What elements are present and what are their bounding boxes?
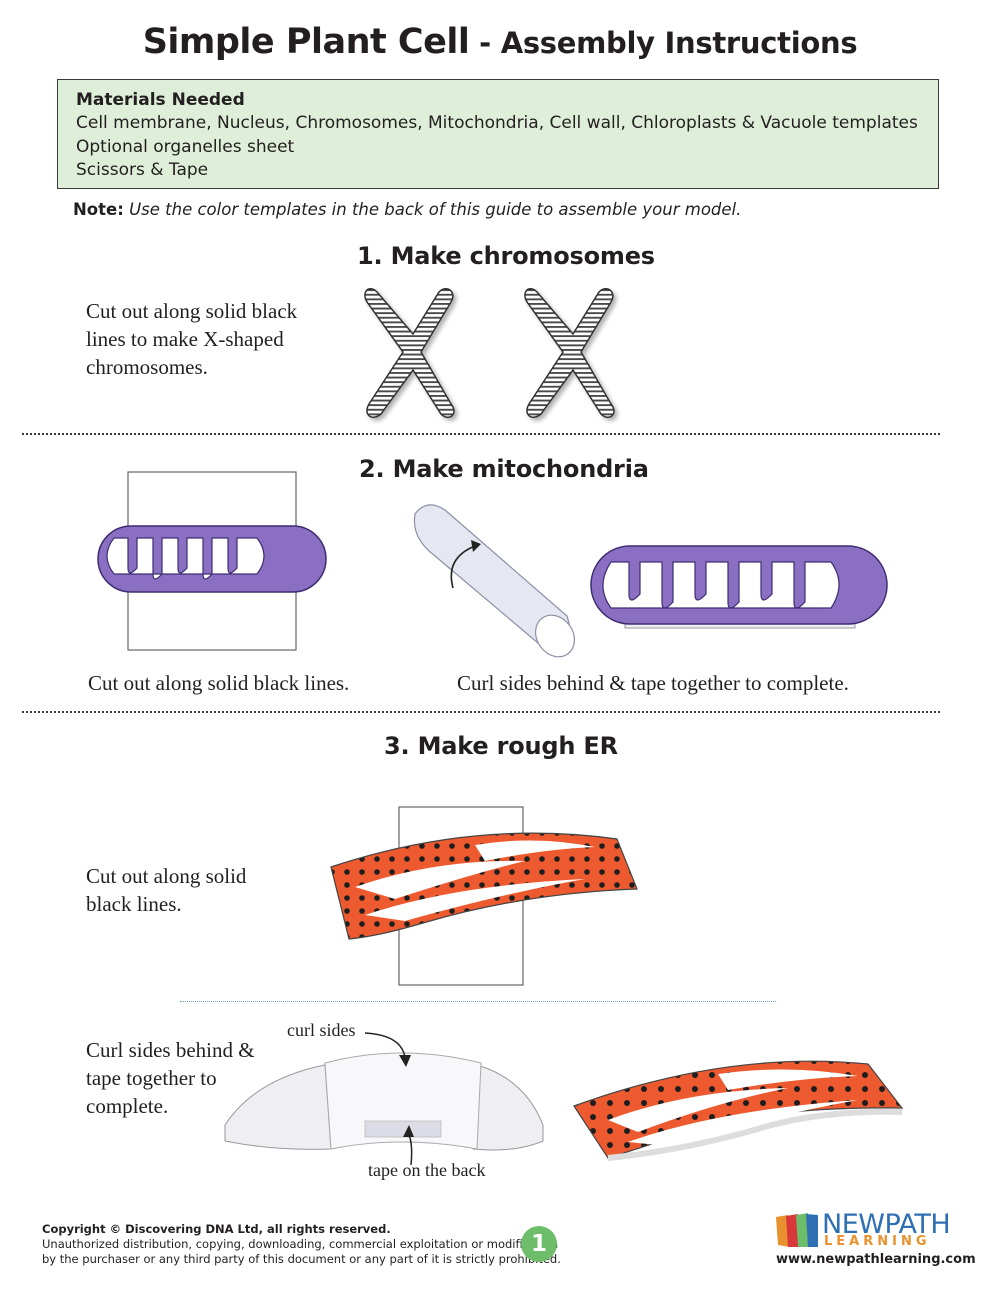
step-3-text-bottom: Curl sides behind & tape together to com… xyxy=(86,1038,255,1118)
mitochondria-rolled-illustration xyxy=(413,504,576,658)
curl-arrow-icon xyxy=(364,1032,406,1058)
copyright-line: Copyright © Discovering DNA Ltd, all rig… xyxy=(42,1222,391,1236)
step-1-text: Cut out along solid black lines to make … xyxy=(86,299,298,379)
step-2-heading: 2. Make mitochondria xyxy=(359,455,649,483)
footer-url: www.newpathlearning.com xyxy=(776,1252,976,1267)
arrowhead-icon xyxy=(403,1125,414,1137)
step-3-text-top: Cut out along solid black lines. xyxy=(86,864,247,916)
step-1-heading: 1. Make chromosomes xyxy=(357,242,655,270)
note-label: Note: xyxy=(73,200,124,219)
title-sub: Assembly Instructions xyxy=(500,26,858,60)
section-divider xyxy=(22,711,940,713)
materials-heading: Materials Needed xyxy=(76,90,245,110)
materials-line: Cell membrane, Nucleus, Chromosomes, Mit… xyxy=(76,113,918,133)
step-2-caption-left: Cut out along solid black lines. xyxy=(88,671,350,695)
rough-er-curl-illustration xyxy=(224,1032,544,1165)
page-number-badge: 1 xyxy=(521,1226,557,1262)
note: Note: Use the color templates in the bac… xyxy=(73,200,741,219)
title-main: Simple Plant Cell xyxy=(142,22,470,62)
copyright-line-2: Unauthorized distribution, copying, down… xyxy=(42,1237,559,1251)
copyright-line-3: by the purchaser or any third party of t… xyxy=(42,1252,561,1266)
logo-word-learning: LEARNING xyxy=(824,1234,931,1249)
materials-box: Materials Needed Cell membrane, Nucleus,… xyxy=(57,79,939,189)
book-logo-icon xyxy=(776,1213,818,1247)
note-text: Use the color templates in the back of t… xyxy=(129,200,742,219)
rough-er-complete-illustration xyxy=(573,1060,904,1161)
label-tape-back: tape on the back xyxy=(368,1160,486,1180)
page-title: Simple Plant Cell - Assembly Instruction… xyxy=(0,22,1000,62)
sub-divider xyxy=(180,1001,776,1002)
chromosomes-illustration xyxy=(364,288,615,418)
curl-arrow-icon xyxy=(450,545,476,589)
label-curl-sides: curl sides xyxy=(287,1020,356,1040)
mitochondria-complete-illustration xyxy=(590,545,888,629)
step-3-heading: 3. Make rough ER xyxy=(384,732,618,760)
arrowhead-icon xyxy=(399,1055,411,1067)
step-2-caption-right: Curl sides behind & tape together to com… xyxy=(457,671,849,695)
section-divider xyxy=(22,433,940,435)
chromosome-shape xyxy=(364,288,455,418)
materials-line: Optional organelles sheet xyxy=(76,136,295,157)
mitochondria-cutout-illustration xyxy=(97,471,327,651)
footer-copyright: Copyright © Discovering DNA Ltd, all rig… xyxy=(42,1222,561,1267)
arrowhead-icon xyxy=(471,540,481,552)
logo-word-newpath: NEWPATH xyxy=(822,1209,951,1240)
chromosome-shape xyxy=(524,288,615,418)
materials-line: Scissors & Tape xyxy=(76,160,209,180)
rough-er-cutout-illustration xyxy=(330,806,638,986)
title-separator: - xyxy=(469,26,501,60)
